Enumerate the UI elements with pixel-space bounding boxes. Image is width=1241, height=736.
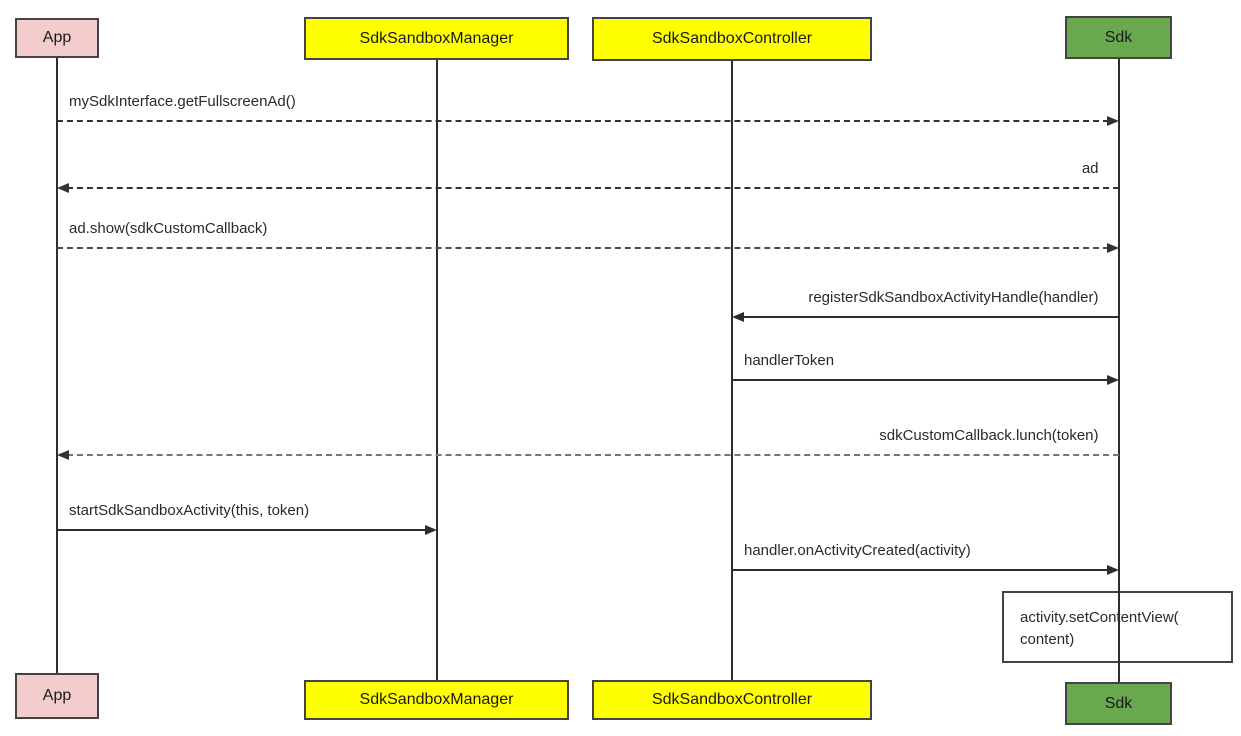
message-arrowhead-4: [732, 312, 744, 322]
message-label-5: handlerToken: [744, 352, 835, 369]
participant-sdk-top: Sdk: [1065, 16, 1172, 59]
message-arrowhead-5: [1106, 375, 1119, 385]
participant-manager-bottom: SdkSandboxManager: [304, 680, 569, 720]
participant-app-top: App: [15, 18, 99, 58]
message-arrowhead-7: [424, 525, 437, 535]
message-label-8: handler.onActivityCreated(activity): [744, 542, 971, 559]
message-label-2: ad: [1081, 160, 1099, 177]
message-line-5: [732, 379, 1109, 381]
message-arrowhead-2: [57, 183, 69, 193]
message-arrowhead-8: [1106, 565, 1119, 575]
message-line-8: [732, 569, 1109, 571]
lifeline-app: [56, 56, 58, 675]
message-line-6: [67, 454, 1119, 456]
lifeline-manager: [435, 58, 438, 682]
message-label-3: ad.show(sdkCustomCallback): [69, 220, 268, 237]
participant-controller-bottom: SdkSandboxController: [592, 680, 872, 720]
message-line-3: [57, 247, 1109, 249]
message-line-2: [67, 187, 1119, 189]
message-label-6: sdkCustomCallback.lunch(token): [879, 427, 1099, 444]
participant-controller-top: SdkSandboxController: [592, 17, 872, 61]
message-line-7: [57, 529, 427, 531]
message-line-1: [57, 120, 1109, 122]
participant-sdk-bottom: Sdk: [1065, 682, 1172, 725]
participant-app-bottom: App: [15, 673, 99, 719]
lifeline-controller: [731, 59, 733, 682]
message-label-7: startSdkSandboxActivity(this, token): [69, 502, 310, 519]
lifeline-sdk: [1117, 57, 1120, 684]
message-label-1: mySdkInterface.getFullscreenAd(): [69, 93, 296, 110]
message-label-4: registerSdkSandboxActivityHandle(handler…: [808, 289, 1099, 306]
message-arrowhead-3: [1106, 243, 1119, 253]
message-arrowhead-6: [57, 450, 69, 460]
message-arrowhead-1: [1106, 116, 1119, 126]
participant-manager-top: SdkSandboxManager: [304, 17, 569, 60]
message-line-4: [742, 316, 1119, 318]
